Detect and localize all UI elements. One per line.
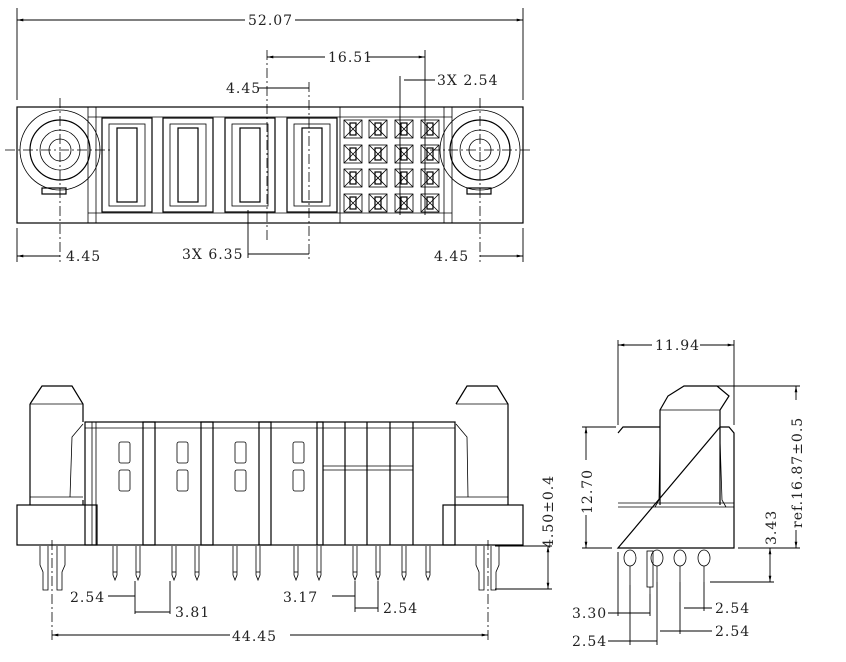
signal-cell [343, 144, 363, 164]
dim-peg-span: 44.45 [232, 629, 277, 645]
dim-transition-pitch: 3.17 [283, 590, 318, 606]
signal-cell [420, 168, 440, 188]
pin [255, 546, 261, 582]
side-view: 11.94 12.70 ref.16.87±0.5 3.43 3.30 2.54… [572, 338, 806, 650]
peg-legs [39, 546, 500, 591]
dim-signal-pitch: 3X 2.54 [437, 73, 499, 89]
dim-depth: 11.94 [655, 338, 700, 354]
dim-overall-height: ref.16.87±0.5 [790, 417, 806, 528]
signal-cell [368, 168, 388, 188]
dim-power-offset: 4.45 [226, 81, 261, 97]
dim-pin-length: 4.50±0.4 [541, 475, 557, 548]
signal-cell [368, 193, 388, 213]
dim-pitch-a: 2.54 [715, 601, 750, 617]
dim-pin-stickout: 3.43 [764, 510, 780, 545]
dim-offset-b: 2.54 [572, 634, 607, 650]
pin [425, 546, 431, 582]
pin [293, 546, 299, 582]
dim-offset-a: 3.30 [572, 606, 607, 622]
dim-overall-width: 52.07 [248, 13, 293, 29]
pin [352, 546, 358, 582]
pin [375, 546, 381, 582]
pin [135, 546, 141, 582]
signal-cell [343, 168, 363, 188]
front-view: 44.45 2.54 3.81 3.17 2.54 4.50±0.4 [16, 385, 557, 645]
side-pins [623, 549, 711, 594]
front-pins [112, 546, 431, 582]
pin [112, 546, 118, 582]
dim-signal-pin-pitch: 2.54 [383, 601, 418, 617]
signal-cell [420, 193, 440, 213]
dim-power-pitch: 3X 6.35 [182, 247, 244, 263]
top-view: 52.07 16.51 3X 2.54 4.45 3X 6.35 4.45 4.… [5, 8, 530, 265]
signal-cell [394, 168, 414, 188]
dim-body-height: 12.70 [580, 469, 596, 514]
signal-cell [420, 119, 440, 139]
pin [194, 546, 200, 582]
dim-pitch-b: 2.54 [715, 624, 750, 640]
signal-cell [343, 193, 363, 213]
dim-left-peg-offset: 4.45 [66, 249, 101, 265]
pin [232, 546, 238, 582]
signal-cell [368, 119, 388, 139]
power-contacts [101, 117, 338, 213]
signal-cell [420, 144, 440, 164]
pin [316, 546, 322, 582]
pin [401, 546, 407, 582]
signal-cell [368, 144, 388, 164]
dim-right-peg-offset: 4.45 [434, 249, 469, 265]
pin [171, 546, 177, 582]
front-dividers [142, 421, 414, 546]
signal-cell [343, 119, 363, 139]
dim-power-contact-pitch: 3.81 [175, 605, 210, 621]
signal-cell [394, 119, 414, 139]
signal-cell [394, 144, 414, 164]
signal-cell [394, 193, 414, 213]
dim-power-pin-pitch: 2.54 [70, 590, 105, 606]
signal-contacts [343, 119, 440, 213]
front-windows [118, 441, 305, 492]
dim-signal-span: 16.51 [328, 50, 373, 66]
